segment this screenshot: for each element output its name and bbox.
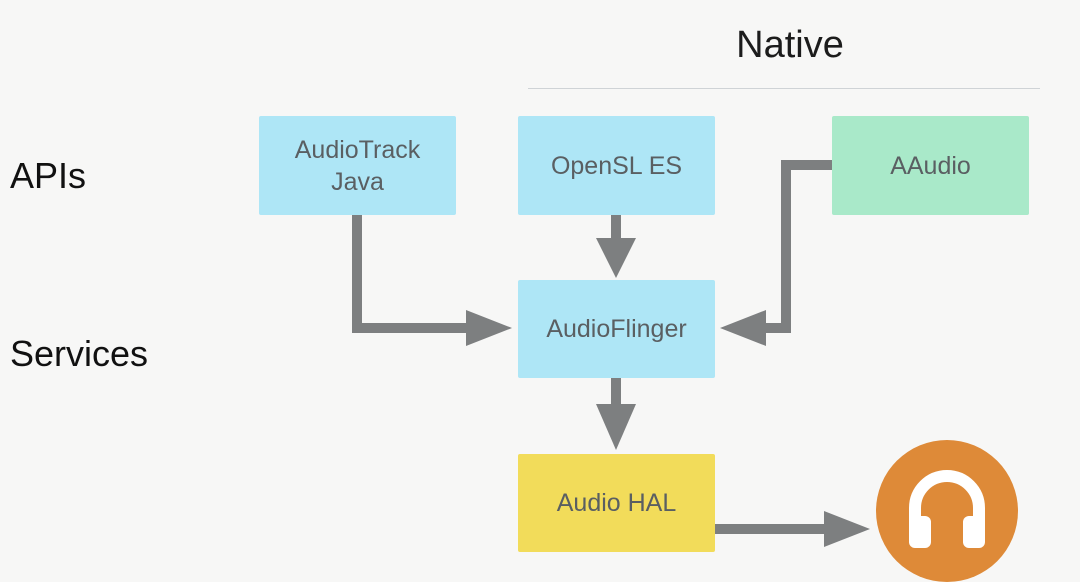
arrowhead-audioflinger [596,404,636,450]
aaudio-to-audioflinger-line [762,160,832,333]
arrowhead-opensl [596,238,636,278]
apis-row-label: APIs [10,155,87,196]
audio-hal-node: Audio HAL [518,454,715,552]
audiotrack-label: AudioTrack [294,135,421,164]
java-label: Java [331,167,384,196]
opensl-es-label: OpenSL ES [550,151,683,180]
audiotrack-to-audioflinger-line [352,215,470,333]
aaudio-label: AAudio [890,151,971,180]
headphones-icon [876,440,1018,582]
audiotrack-java-node: AudioTrack Java [259,116,456,215]
aaudio-node: AAudio [832,116,1029,215]
opensl-es-node: OpenSL ES [518,116,715,215]
native-divider [528,88,1040,89]
audioflinger-node: AudioFlinger [518,280,715,378]
arrowhead-hal [824,511,870,547]
audioflinger-label: AudioFlinger [546,315,687,343]
native-heading: Native [736,24,844,66]
services-row-label: Services [10,333,149,374]
arrowhead-audiotrack [466,310,512,346]
audio-hal-label: Audio HAL [556,489,677,517]
arrowhead-aaudio [720,310,766,346]
